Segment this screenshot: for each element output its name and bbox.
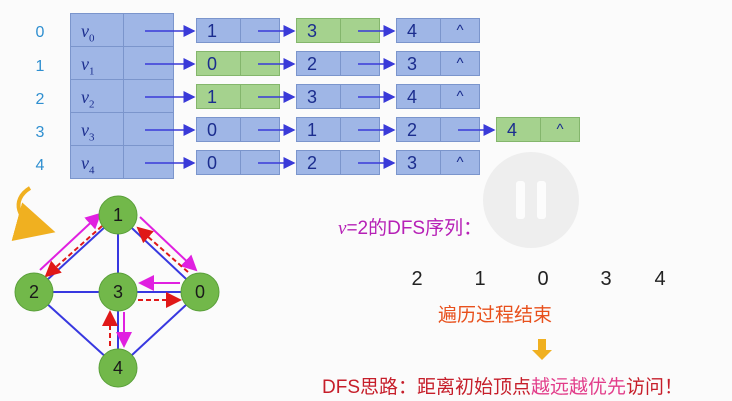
- dfs-idea-highlight: 越远越优先: [531, 377, 627, 398]
- vertex-firstarc-2: [123, 79, 174, 113]
- sequence-title-text: =2的DFS序列：: [346, 218, 483, 239]
- node-label: 2: [29, 282, 39, 302]
- sequence-item: 3: [600, 268, 612, 290]
- list-node-value: 3: [296, 18, 340, 43]
- dfs-idea-part2: 访问！: [626, 377, 684, 398]
- vertex-cell-1: v1: [70, 46, 124, 80]
- list-node: 0: [196, 117, 280, 142]
- index-label-4: 4: [35, 157, 45, 174]
- vertex-firstarc-4: [123, 145, 174, 179]
- vertex-firstarc-1: [123, 46, 174, 80]
- list-node-value: 1: [296, 117, 340, 142]
- node-label: 1: [113, 205, 123, 225]
- list-node-next: ^: [440, 18, 480, 43]
- sequence-title: v=2的DFS序列：: [338, 213, 482, 240]
- list-node-value: 4: [496, 117, 540, 142]
- dfs-idea-text: DFS思路：距离初始顶点越远越优先访问！: [322, 372, 683, 399]
- vertex-name: v: [81, 87, 89, 107]
- list-node-value: 0: [196, 51, 240, 76]
- index-label-3: 3: [35, 124, 45, 141]
- vertex-subscript: 1: [89, 65, 95, 78]
- sequence-item: 2: [411, 268, 423, 290]
- dfs-forward-arrows: [39, 212, 198, 348]
- sequence-title-var: v: [338, 218, 347, 239]
- down-arrow-icon: [532, 339, 552, 360]
- graph-node-1: 1: [98, 195, 138, 235]
- node-label: 3: [113, 282, 123, 302]
- node-label: 4: [113, 358, 123, 378]
- vertex-firstarc-0: [123, 13, 174, 47]
- vertex-subscript: 3: [89, 131, 95, 144]
- list-node-next: ^: [540, 117, 580, 142]
- list-node-value: 4: [396, 84, 440, 109]
- list-node-value: 0: [196, 117, 240, 142]
- pause-watermark-icon: [483, 152, 579, 248]
- list-node-value: 4: [396, 18, 440, 43]
- graph-node-3: 3: [98, 272, 138, 312]
- list-node: 3^: [396, 150, 480, 175]
- vertex-firstarc-3: [123, 112, 174, 146]
- index-label-2: 2: [35, 91, 45, 108]
- list-node-value: 1: [196, 84, 240, 109]
- list-node-value: 3: [396, 150, 440, 175]
- list-node: 0: [196, 51, 280, 76]
- traversal-end-text: 遍历过程结束: [438, 305, 553, 326]
- list-node: 1: [196, 84, 280, 109]
- list-node: 4^: [396, 18, 480, 43]
- list-node-value: 2: [296, 150, 340, 175]
- list-node: 2: [296, 51, 380, 76]
- index-label-0: 0: [35, 24, 45, 41]
- list-node-value: 0: [196, 150, 240, 175]
- vertex-subscript: 4: [89, 164, 95, 177]
- vertex-name: v: [81, 120, 89, 140]
- list-node-next: ^: [440, 84, 480, 109]
- list-node: 4^: [396, 84, 480, 109]
- list-node-next: ^: [440, 51, 480, 76]
- list-node-next: ^: [440, 150, 480, 175]
- list-node-value: 3: [396, 51, 440, 76]
- start-curved-arrow-icon: [11, 186, 56, 241]
- sequence-item: 1: [474, 268, 486, 290]
- vertex-subscript: 2: [89, 98, 95, 111]
- list-node-value: 2: [396, 117, 440, 142]
- node-label: 0: [195, 282, 205, 302]
- vertex-subscript: 0: [89, 32, 95, 45]
- sequence-item: 0: [537, 268, 549, 290]
- list-node: 3: [296, 84, 380, 109]
- index-label-1: 1: [35, 58, 45, 75]
- list-node: 4^: [496, 117, 580, 142]
- dfs-backtrack-arrows: [44, 225, 189, 346]
- dfs-idea-part1: DFS思路：距离初始顶点: [322, 377, 532, 398]
- graph-node-2: 2: [14, 272, 54, 312]
- list-pointer-arrows: [145, 25, 496, 169]
- list-node: 3^: [396, 51, 480, 76]
- list-node-value: 1: [196, 18, 240, 43]
- vertex-name: v: [81, 153, 89, 173]
- graph-node-4: 4: [98, 348, 138, 388]
- list-node-value: 2: [296, 51, 340, 76]
- vertex-name: v: [81, 54, 89, 74]
- list-node-value: 3: [296, 84, 340, 109]
- sequence-item: 4: [654, 268, 666, 290]
- graph-node-0: 0: [180, 272, 220, 312]
- vertex-cell-4: v4: [70, 145, 124, 179]
- vertex-name: v: [81, 21, 89, 41]
